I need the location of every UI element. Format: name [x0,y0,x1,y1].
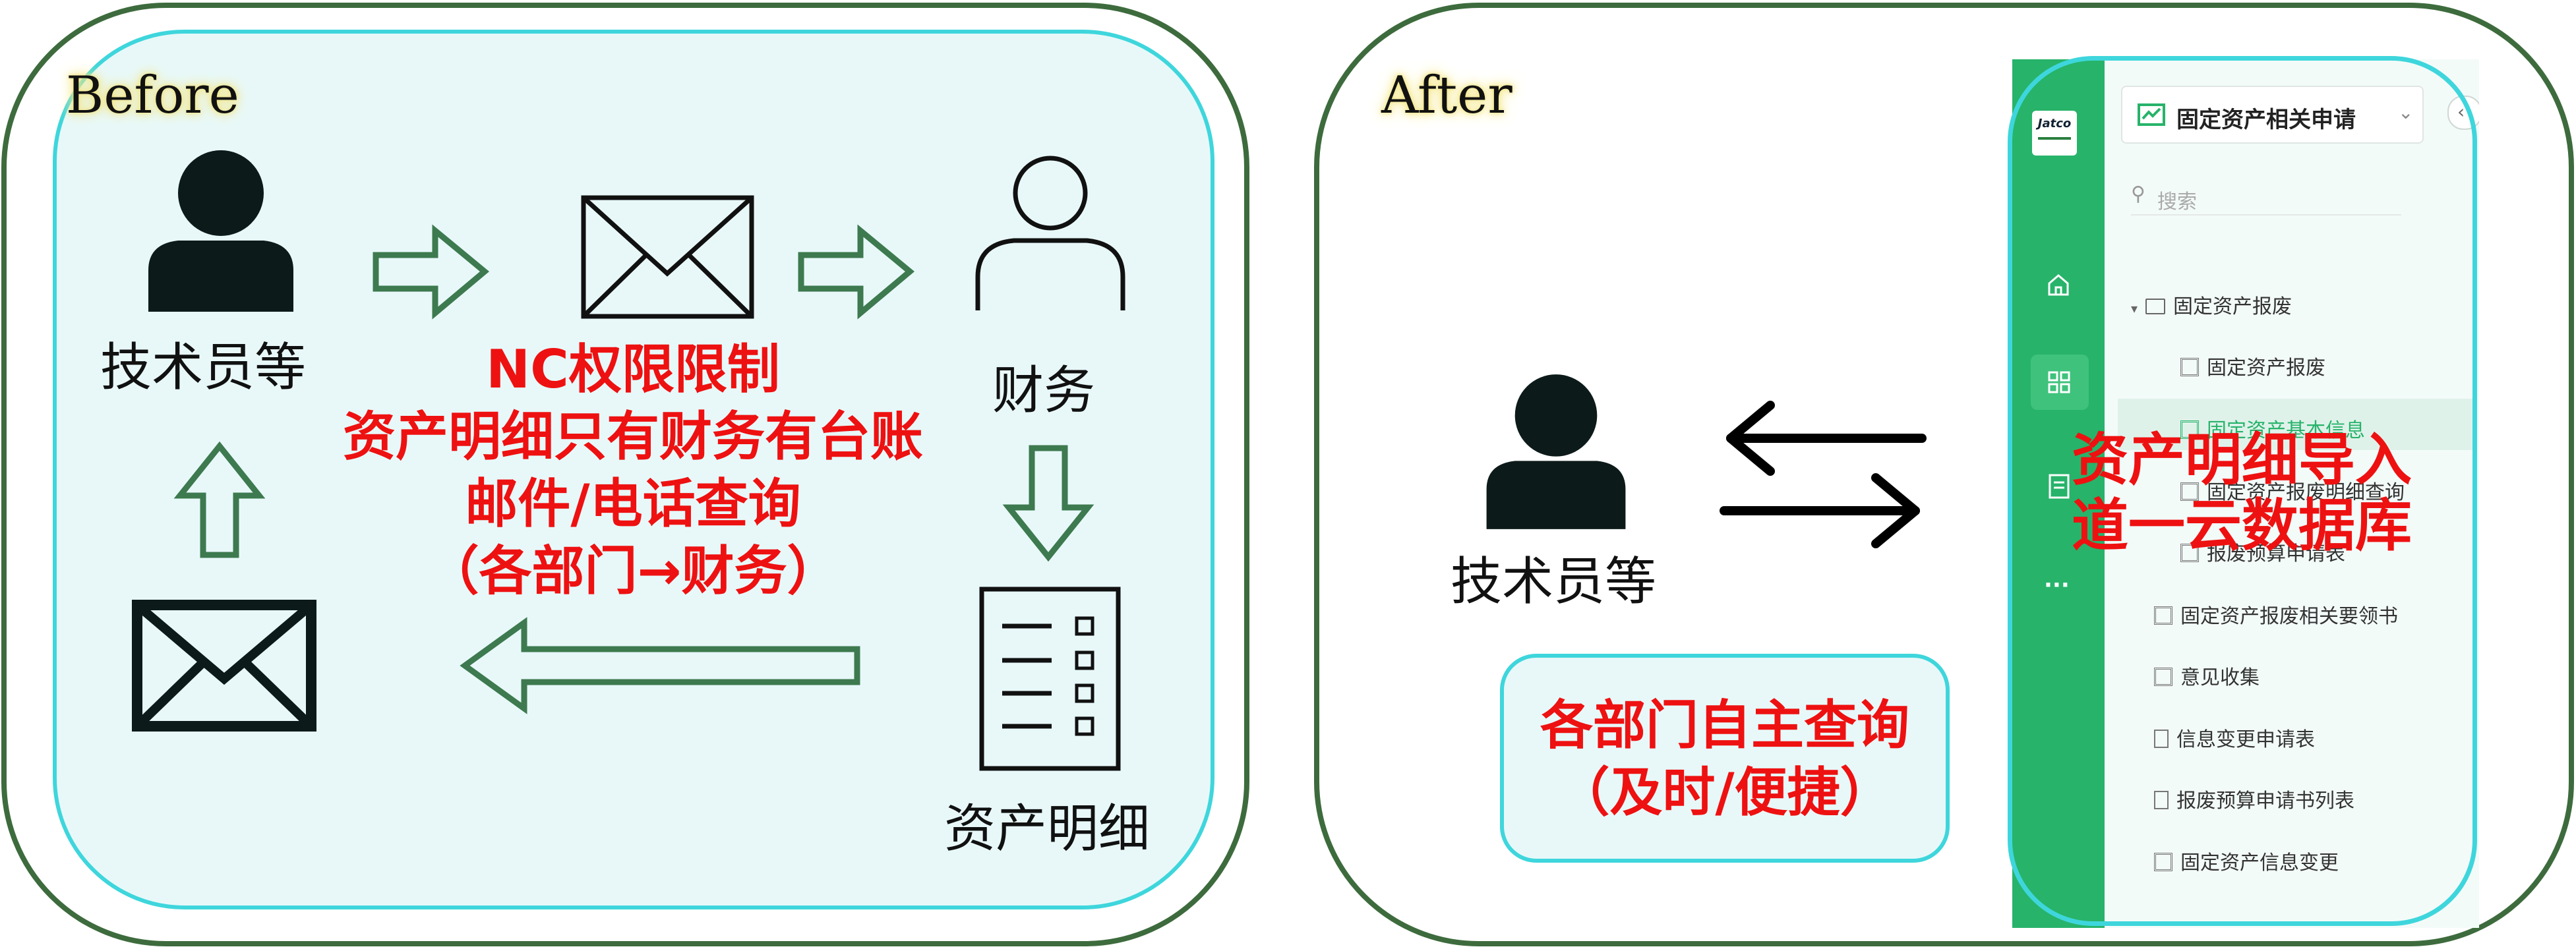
arrow-down-icon [1002,445,1094,562]
more-icon[interactable]: ··· [2044,572,2070,598]
before-tag: Before [66,66,239,125]
staff-label: 技术员等 [1451,552,1657,612]
envelope-icon [581,195,754,319]
folder-icon [2145,299,2166,314]
search-placeholder: 搜索 [2157,190,2197,214]
issue-line: （各部门→财务） [426,540,840,602]
grid-small-icon [2154,668,2172,686]
grid-small-icon [2180,420,2199,439]
tree-sub-item-selected[interactable]: 固定资产基本信息 [2180,414,2365,443]
issue-line: NC权限限制 [486,339,780,400]
before-issue-text: NC权限限制 资产明细只有财务有台账 邮件/电话查询 （各部门→财务） [323,336,943,605]
tree-item[interactable]: 固定资产信息变更 [2154,846,2339,875]
caret-down-icon: ▾ [2131,302,2138,316]
tree-sub-item[interactable]: 固定资产报废明细查询 [2180,476,2405,505]
form-small-icon [2154,730,2169,748]
self-query-box [1500,654,1950,863]
import-note-line: 道一云数据库 [2072,493,2412,559]
self-query-line: 各部门自主查询 [1540,695,1909,756]
arrow-right-icon [373,224,490,320]
tree-folder[interactable]: ▾固定资产报废 [2131,296,2292,318]
arrow-right-icon [798,224,915,320]
tree-item[interactable]: 固定资产报废相关要领书 [2154,600,2398,629]
grid-small-icon [2180,544,2199,562]
grid-small-icon [2180,482,2199,501]
tree-sub-item[interactable]: 报废预算申请表 [2180,537,2345,566]
import-note-line: 资产明细导入 [2072,427,2412,493]
arrow-up-icon [173,441,266,558]
form-small-icon [2154,791,2169,809]
asset-form-icon [2138,103,2165,126]
document-icon[interactable] [2047,473,2072,500]
envelope-icon [132,600,316,732]
self-query-line: （及时/便捷） [1557,762,1893,823]
grid-small-icon [2154,606,2172,625]
staff-label: 技术员等 [100,338,307,397]
grid-icon[interactable] [2047,370,2072,395]
document-list-icon [979,587,1121,771]
issue-line: 邮件/电话查询 [465,473,801,534]
exchange-arrows-icon [1720,401,1927,548]
import-note: 资产明细导入 道一云数据库 [2057,427,2426,559]
arrow-left-icon [460,617,860,714]
finance-label: 财务 [992,361,1096,420]
tree-item[interactable]: 信息变更申请表 [2154,723,2315,752]
selected-row-highlight [2118,399,2477,450]
after-tag: After [1381,66,1513,125]
grid-small-icon [2154,853,2172,871]
app-highlight-frame [2008,56,2477,926]
home-icon[interactable] [2045,272,2072,298]
tree-sub-item[interactable]: 固定资产报废 [2180,351,2325,380]
person-outline-icon [975,156,1125,310]
person-icon [1486,374,1626,529]
tree-item[interactable]: 报废预算申请书列表 [2154,784,2354,813]
grid-small-icon [2180,358,2199,376]
person-icon [148,150,293,312]
app-header-dropdown[interactable]: 固定资产相关申请 ⌄ [2121,86,2424,144]
apps-tab-highlight[interactable] [2031,355,2089,410]
self-query-text: 各部门自主查询 （及时/便捷） [1500,692,1950,826]
app-screenshot: Jatco ··· 固定资产相关申请 ⌄ ‹ [2012,59,2479,928]
search-icon: ⚲ [2131,183,2145,206]
app-header-title: 固定资产相关申请 [2176,107,2356,133]
tree-item[interactable]: 意见收集 [2154,661,2260,690]
asset-details-label: 资产明细 [944,799,1151,859]
app-search[interactable]: ⚲ 搜索 [2131,181,2401,216]
issue-line: 资产明细只有财务有台账 [343,406,923,467]
